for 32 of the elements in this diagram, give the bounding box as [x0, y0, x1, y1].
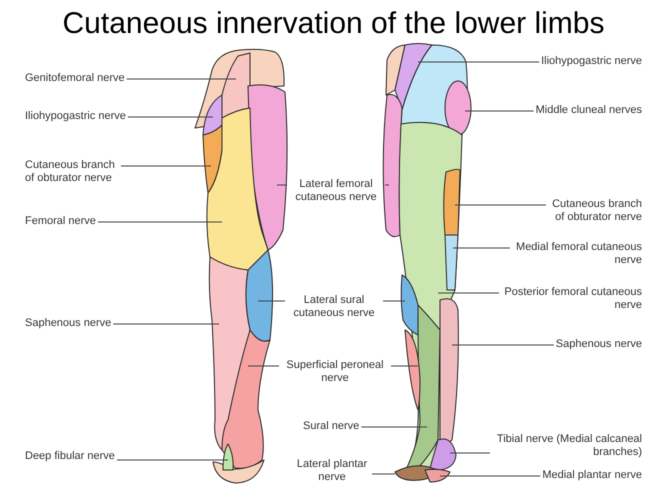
nerve-label: Deep fibular nerve: [25, 450, 115, 463]
nerve-label: Saphenous nerve: [556, 338, 642, 351]
leader-line: [382, 300, 406, 302]
nerve-label: Tibial nerve (Medial calcaneal branches): [496, 433, 642, 459]
nerve-label: Iliohypogastric nerve: [25, 110, 126, 123]
nerve-label: Cutaneous branch of obturator nerve: [25, 159, 116, 185]
nerve-label: Femoral nerve: [25, 215, 96, 228]
nerve-label: Lateral femoral cutaneous nerve: [294, 178, 378, 204]
nerve-label: Medial femoral cutaneous nerve: [515, 241, 642, 267]
leader-line: [384, 184, 390, 186]
nerve-label: Lateral sural cutaneous nerve: [292, 294, 376, 320]
nerve-label: Cutaneous branch of obturator nerve: [551, 198, 642, 224]
leader-line: [452, 344, 554, 346]
title: Cutaneous innervation of the lower limbs: [62, 6, 606, 42]
nerve-label: Saphenous nerve: [25, 317, 112, 330]
leader-line: [454, 204, 546, 206]
leader-line: [464, 110, 534, 112]
nerve-label: Lateral plantar nerve: [296, 458, 368, 484]
nerve-label: Superficial peroneal nerve: [285, 359, 385, 385]
leader-line: [258, 300, 286, 302]
nerve-label: Sural nerve: [303, 420, 360, 433]
nerve-label: Genitofemoral nerve: [25, 72, 125, 85]
leader-line: [126, 78, 236, 80]
leader-line: [438, 292, 500, 294]
nerve-label: Medial plantar nerve: [542, 469, 642, 482]
leader-line: [360, 426, 428, 428]
nerve-label: Posterior femoral cutaneous nerve: [503, 286, 642, 312]
leader-line: [127, 116, 214, 118]
leader-line: [276, 184, 288, 186]
leader-line: [450, 452, 490, 454]
nerve-label: Middle cluneal nerves: [536, 104, 642, 117]
nerve-label: Iliohypogastric nerve: [541, 55, 642, 68]
